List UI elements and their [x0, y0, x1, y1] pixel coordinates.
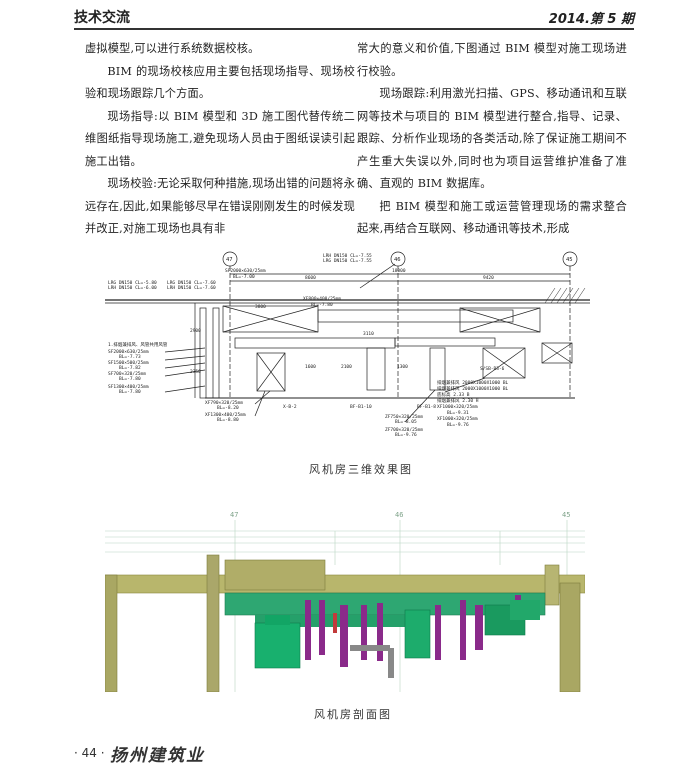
figure-caption: 风机房剖面图: [314, 708, 392, 721]
left-column: 虚拟模型,可以进行系统数据校核。 BIM 的现场校核应用主要包括现场指导、现场校…: [85, 38, 355, 241]
note-label: 1.排烟兼排风、风管共用风管: [108, 341, 168, 348]
grid-label: 45: [562, 511, 570, 519]
pipe-label: LRH DN150 CL=-7.55: [323, 253, 372, 259]
section-title: 技术交流: [74, 10, 130, 26]
pipe-label: LRG DN150 CL=-7.60: [167, 280, 216, 286]
pipe-label: LRH DN150 CL=-7.60: [167, 285, 216, 291]
dimension-label: 1300: [397, 364, 408, 370]
page-footer: · 44 · 扬州建筑业: [74, 742, 634, 766]
duct-label: BL=-7.82: [119, 365, 141, 371]
duct-label: SF2000×630/25mm: [108, 349, 149, 355]
grid-label: 47: [226, 257, 233, 263]
duct-label: BL=-9.76: [395, 432, 417, 438]
duct-label: BL=-9.76: [447, 422, 469, 428]
duct-label: BL=-7.00: [233, 274, 255, 280]
paragraph: 现场跟踪:利用激光扫描、GPS、移动通讯和互联网等技术与项目的 BIM 模型进行…: [357, 87, 627, 190]
dimension-label: 3110: [363, 331, 374, 337]
duct-label: ZF700×320/25mm: [385, 427, 423, 433]
pipe-label: LRH DN150 CL=-6.00: [108, 285, 157, 291]
duct-label: XF1000×320/25mm: [437, 404, 478, 410]
paragraph: 虚拟模型,可以进行系统数据校核。: [85, 42, 260, 55]
duct-label: SF700×320/25mm: [108, 371, 146, 377]
fan-room-section-render: 47 46 45: [105, 505, 585, 692]
duct-label: ZF750×320/25mm: [385, 414, 423, 420]
dimension-label: 1600: [305, 364, 316, 370]
equipment-label: 排烟兼排风 2.30 H: [437, 397, 479, 404]
equipment-label: X-B-2: [283, 404, 297, 410]
paragraph: BIM 的现场校核应用主要包括现场指导、现场校验和现场跟踪几个方面。: [85, 64, 355, 101]
duct-label: SF1300×400/25mm: [108, 384, 149, 390]
equipment-label: 底标高 2.33 B: [437, 391, 470, 398]
duct-label: BL=-9.31: [447, 410, 469, 416]
page-header: 技术交流 2014.第 5 期: [74, 6, 634, 28]
paragraph: 现场指导:以 BIM 模型和 3D 施工图代替传统二维图纸指导现场施工,避免现场…: [85, 109, 355, 168]
pipe-label: LRG DN150 CL=-5.80: [108, 280, 157, 286]
equipment-label: BF-B1-10: [350, 404, 372, 410]
header-divider: [74, 28, 634, 30]
paragraph: 现场校验:无论采取何种措施,现场出错的问题将永远存在,因此,如果能够尽早在错误刚…: [85, 177, 355, 235]
page-number: · 44 ·: [74, 746, 105, 760]
grid-label: 47: [230, 511, 238, 519]
figure-caption: 风机房三维效果图: [309, 463, 413, 476]
dimension-label: 3800: [255, 304, 266, 310]
dimension-label: 9420: [483, 275, 494, 281]
duct-label: BL=-8.20: [217, 405, 239, 411]
publication-logo: 扬州建筑业: [110, 746, 205, 766]
paragraph: 常大的意义和价值,下图通过 BIM 模型对施工现场进行校验。: [357, 42, 627, 78]
dimension-label: 8600: [305, 275, 316, 281]
render-svg: 47 46 45: [105, 505, 585, 692]
dimension-label: 2100: [341, 364, 352, 370]
equipment-label: S/SB-B3-6: [480, 366, 505, 372]
equipment-label: BF-B1-8: [417, 404, 436, 410]
pipe-label: LRG DN150 CL=-7.55: [323, 258, 372, 264]
duct-label: BL=-8.05: [395, 419, 417, 425]
duct-label: XF1000×320/25mm: [437, 416, 478, 422]
duct-label: XF800×400/25mm: [303, 296, 341, 302]
grid-label: 46: [395, 511, 403, 519]
issue-number: 2014.第 5 期: [548, 12, 634, 27]
duct-label: SF1500×500/25mm: [108, 360, 149, 366]
fan-room-3d-drawing: 47 46 45 18000 8600 9420 3800 3110 1600 …: [105, 248, 590, 444]
duct-label: BL=-7.80: [119, 389, 141, 395]
grid-label: 46: [394, 257, 401, 263]
dimension-label: 2900: [190, 328, 201, 334]
duct-label: BL=-7.73: [119, 354, 141, 360]
equipment-label: 排烟兼排风 2000X1000X1000 BL: [437, 379, 509, 386]
dimension-label: 18000: [392, 268, 406, 274]
duct-label: XF1300×400/25mm: [205, 412, 246, 418]
dimension-label: 2350: [190, 369, 201, 375]
duct-label: SF2000×630/25mm: [225, 268, 266, 274]
drawing-svg: 47 46 45 18000 8600 9420 3800 3110 1600 …: [105, 251, 590, 438]
duct-label: XF790×320/25mm: [205, 400, 243, 406]
duct-label: BL=-8.80: [217, 417, 239, 423]
grid-label: 45: [566, 257, 573, 263]
right-column: 常大的意义和价值,下图通过 BIM 模型对施工现场进行校验。 现场跟踪:利用激光…: [357, 38, 627, 241]
duct-label: BL=-7.80: [311, 302, 333, 308]
equipment-label: 排烟兼排风 2000X1000X1000 BL: [437, 385, 509, 392]
duct-label: BL=-7.80: [119, 376, 141, 382]
paragraph: 把 BIM 模型和施工或运营管理现场的需求整合起来,再结合互联网、移动通讯等技术…: [357, 199, 627, 236]
